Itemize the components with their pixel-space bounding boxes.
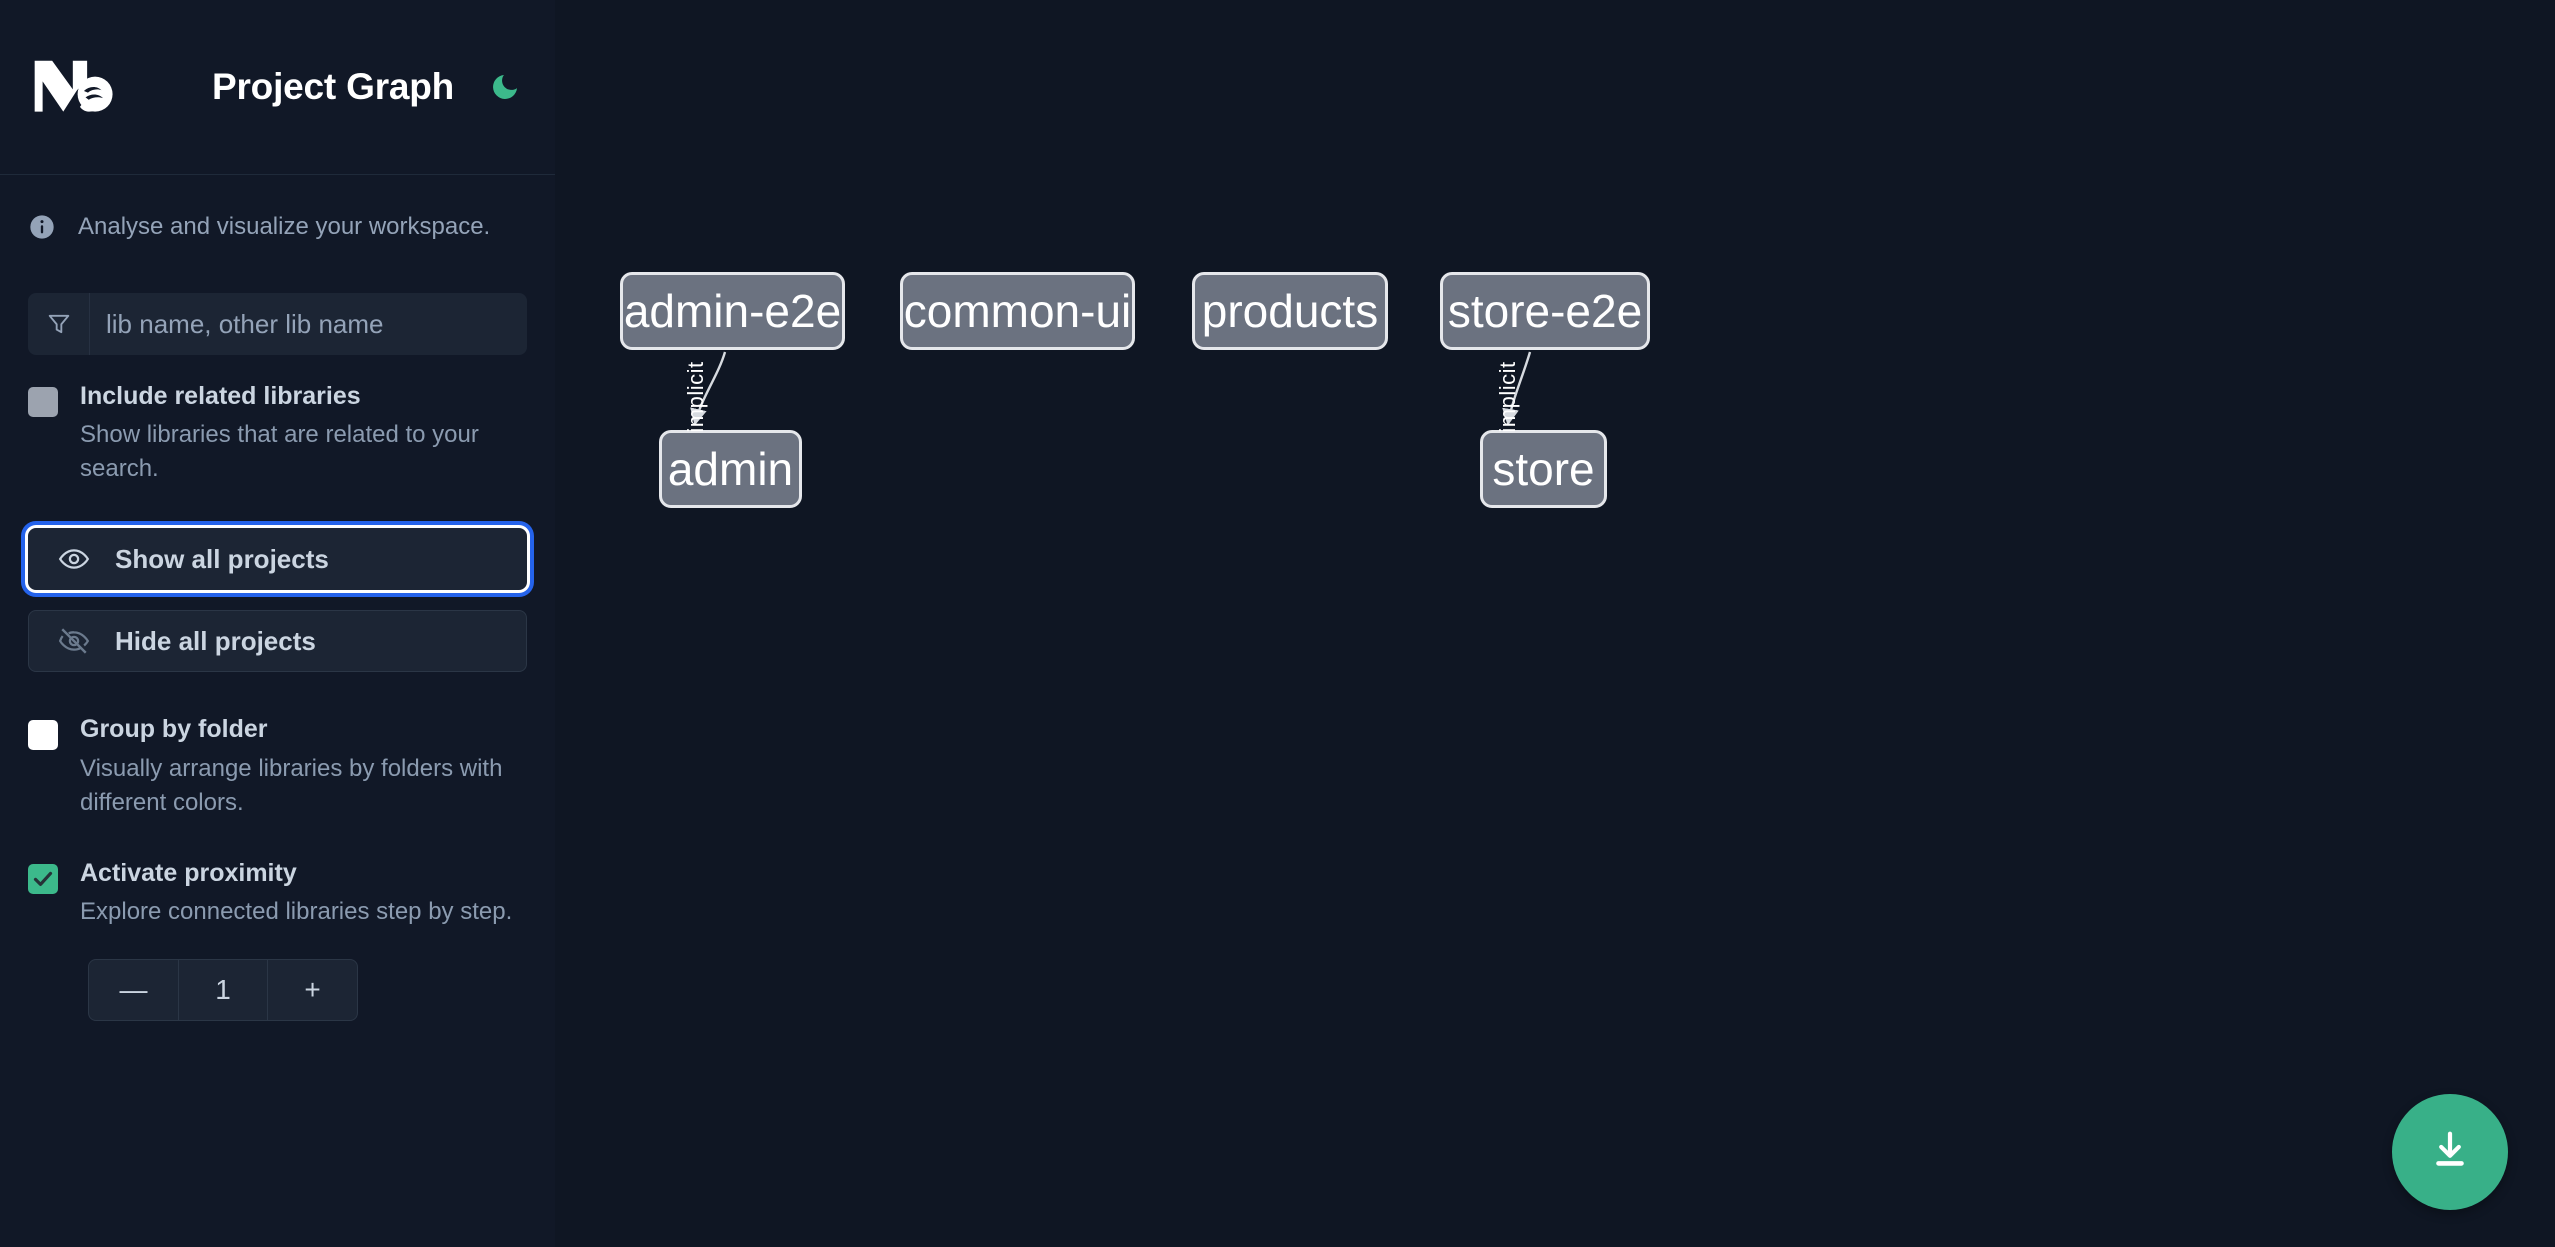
activate-proximity-desc: Explore connected libraries step by step… [80, 898, 513, 926]
graph-node-label: admin [667, 443, 794, 495]
sidebar-header: Project Graph [0, 0, 555, 175]
show-all-projects-label: Show all projects [115, 543, 329, 574]
option-group-by-folder[interactable]: Group by folder Visually arrange librari… [0, 672, 555, 819]
nx-logo-icon [28, 56, 124, 118]
graph-node-admin-e2e[interactable]: admin-e2e [620, 272, 845, 350]
funnel-icon [28, 293, 90, 355]
hide-all-projects-button[interactable]: Hide all projects [28, 610, 527, 673]
info-text: Analyse and visualize your workspace. [78, 213, 491, 240]
edge-label-store-implicit: implicit [1495, 361, 1520, 433]
include-related-libraries-checkbox[interactable] [28, 387, 58, 417]
stepper-increment-button[interactable]: + [267, 960, 357, 1021]
graph-node-store[interactable]: store [1480, 430, 1607, 508]
download-graph-button[interactable] [2392, 1094, 2508, 1210]
graph-node-admin[interactable]: admin [659, 430, 802, 508]
graph-node-store-e2e[interactable]: store-e2e [1440, 272, 1650, 350]
search-input[interactable] [90, 293, 527, 355]
graph-node-label: admin-e2e [623, 285, 842, 337]
eye-off-icon [57, 624, 91, 658]
graph-node-products[interactable]: products [1192, 272, 1388, 350]
filter-bar [28, 293, 527, 355]
moon-icon[interactable] [484, 66, 526, 108]
eye-icon [57, 542, 91, 576]
include-related-libraries-label: Include related libraries [80, 382, 361, 410]
group-by-folder-label: Group by folder [80, 715, 268, 744]
stepper-decrement-button[interactable]: — [89, 960, 179, 1021]
edge-label-admin-implicit: implicit [683, 361, 708, 433]
sidebar: Project Graph Analyse and visualize your… [0, 0, 555, 1247]
group-by-folder-checkbox[interactable] [28, 720, 58, 751]
graph-node-label: store [1492, 443, 1595, 495]
option-include-related-libraries[interactable]: Include related libraries Show libraries… [0, 355, 555, 486]
activate-proximity-checkbox[interactable] [28, 863, 58, 894]
info-icon [28, 213, 56, 241]
graph-edges [690, 351, 1532, 426]
app-title: Project Graph [212, 66, 455, 107]
graph-node-label: products [1201, 285, 1379, 337]
graph-node-common-ui[interactable]: common-ui [900, 272, 1135, 350]
group-by-folder-desc: Visually arrange libraries by folders wi… [80, 754, 503, 816]
proximity-stepper: — 1 + [88, 959, 358, 1022]
stepper-value: 1 [215, 974, 231, 1006]
show-all-projects-button[interactable]: Show all projects [28, 528, 527, 591]
activate-proximity-label: Activate proximity [80, 858, 297, 887]
graph-node-label: common-ui [903, 285, 1132, 337]
include-related-libraries-desc: Show libraries that are related to your … [80, 421, 479, 483]
workspace-info: Analyse and visualize your workspace. [0, 175, 555, 241]
hide-all-projects-label: Hide all projects [115, 625, 316, 656]
graph-node-label: store-e2e [1447, 285, 1643, 337]
graph-canvas[interactable]: admin-e2e common-ui products store-e2e a… [555, 0, 2555, 1247]
option-activate-proximity[interactable]: Activate proximity Explore connected lib… [0, 820, 555, 929]
download-icon [2427, 1127, 2473, 1178]
